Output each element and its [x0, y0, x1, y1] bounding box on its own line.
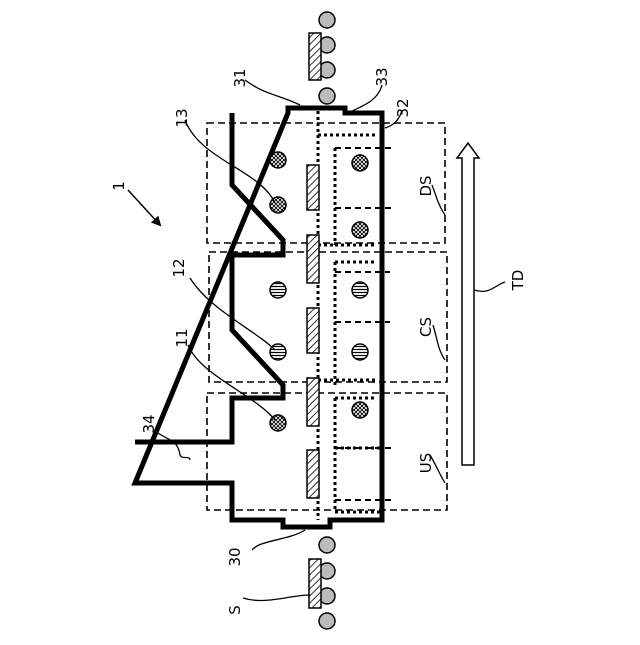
heater-block	[307, 235, 319, 283]
zone-center-box	[209, 252, 447, 382]
label-partition: 32	[394, 98, 412, 117]
bottom-roller-group	[309, 537, 335, 629]
roller	[319, 12, 335, 28]
device-pointer-arrow	[128, 190, 160, 225]
label-zone-upstream: US	[417, 453, 435, 474]
nozzle-circle	[352, 402, 368, 418]
travel-direction-arrow	[457, 143, 505, 465]
roller	[319, 537, 335, 553]
label-duct: 34	[140, 414, 158, 433]
heater-block	[307, 165, 319, 210]
roller	[319, 88, 335, 104]
label-nozzle-12: 12	[170, 258, 188, 277]
label-outlet-side: 33	[373, 67, 391, 86]
nozzle-13-circle	[270, 152, 286, 168]
roller	[319, 613, 335, 629]
label-device: 1	[110, 181, 128, 191]
label-sheet: S	[226, 605, 244, 615]
hatched-strip	[309, 33, 321, 80]
label-travel-direction: TD	[509, 270, 527, 292]
nozzle-circle	[352, 282, 368, 298]
label-zone-center: CS	[417, 317, 435, 337]
hatched-strip	[309, 559, 321, 608]
nozzle-12-circle	[270, 344, 286, 360]
nozzle-circle	[352, 222, 368, 238]
label-nozzle-11: 11	[173, 328, 191, 347]
leader-lines	[158, 80, 445, 600]
zone-upstream-box	[207, 393, 447, 510]
zones	[207, 123, 447, 510]
label-nozzle-13: 13	[173, 108, 191, 127]
heater-block	[307, 450, 319, 498]
label-upper-wall: 31	[231, 68, 249, 87]
housing-outline	[135, 108, 382, 527]
heater-block	[307, 308, 319, 353]
inner-partitions	[318, 111, 380, 520]
top-roller-group	[309, 12, 335, 104]
label-inlet-side: 30	[226, 547, 244, 566]
nozzle-circle	[352, 155, 368, 171]
label-zone-downstream: DS	[417, 175, 435, 196]
heater-block	[307, 378, 319, 426]
nozzle-12-circle	[270, 282, 286, 298]
nozzle-circle	[352, 344, 368, 360]
